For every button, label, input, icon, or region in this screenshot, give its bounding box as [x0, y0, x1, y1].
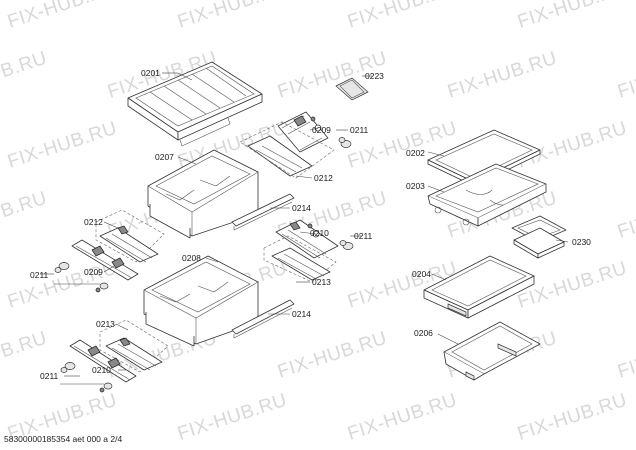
label-0207: 0207 [155, 152, 174, 162]
label-0211-mid: 0211 [354, 231, 373, 241]
label-0201: 0201 [141, 68, 160, 78]
watermark-text: FIX-HUB.RU [5, 118, 120, 173]
label-0209-left: 0209 [84, 267, 103, 277]
part-0206-cover-drawing [443, 321, 541, 381]
part-0211-screws-mid-drawing [339, 240, 354, 250]
label-0211-upper: 0211 [350, 125, 369, 135]
part-labels: 0201 0223 0209 0211 0207 0212 0214 0212 … [30, 68, 591, 381]
watermark-text: FIX-HUB.RU [175, 390, 290, 445]
part-0207-drawer-drawing [147, 149, 259, 239]
part-0212-left-rail-drawing [95, 209, 165, 263]
label-0212-left: 0212 [84, 217, 103, 227]
part-0214-bar-upper-drawing [231, 193, 295, 231]
watermark-text: FIX-HUB.RU [345, 390, 460, 445]
watermark-text: FIX-HUB.RU [345, 0, 460, 33]
part-0211-screws-lower-drawing [60, 362, 113, 393]
label-0210-left: 0210 [92, 365, 111, 375]
label-0209-upper: 0209 [312, 125, 331, 135]
label-0230: 0230 [572, 237, 591, 247]
watermark-text: FIX-HUB.RU [515, 0, 630, 33]
watermark-text: FIX-HUB.RU [615, 188, 636, 243]
watermark-text: FIX-HUB.RU [275, 328, 390, 383]
part-0213-mid-rail-drawing [263, 235, 337, 283]
part-0223-clip-drawing [335, 77, 369, 101]
label-0210-mid: 0210 [310, 228, 329, 238]
part-0201-tray-drawing [127, 61, 263, 147]
label-0223: 0223 [365, 71, 384, 81]
label-0203: 0203 [406, 181, 425, 191]
label-0204: 0204 [412, 269, 431, 279]
watermark-text: FIX-HUB.RU [445, 48, 560, 103]
leader-lines [40, 72, 569, 385]
watermark-text: FIX-HUB.RU [0, 48, 50, 103]
part-0210-lower-rail-drawing [69, 339, 137, 383]
part-0208-drawer-drawing [143, 255, 259, 347]
watermark-text: FIX-HUB.RU [175, 0, 290, 33]
label-0213-left: 0213 [96, 319, 115, 329]
label-0214-lower: 0214 [292, 309, 311, 319]
part-0211-screws-left-drawing [54, 262, 109, 293]
watermark-text: FIX-HUB.RU [615, 328, 636, 383]
part-0204-shelf-drawing [423, 255, 535, 319]
part-0211-screws-upper-drawing [310, 116, 352, 148]
part-0210-mid-rail-drawing [275, 219, 339, 259]
label-0211-left: 0211 [30, 270, 49, 280]
document-reference: 58300000185354 aet 000 a 2/4 [4, 434, 123, 444]
watermark-text: FIX-HUB.RU [5, 0, 120, 33]
label-0208: 0208 [182, 253, 201, 263]
label-0214-upper: 0214 [292, 203, 311, 213]
watermark-text: FIX-HUB.RU [0, 188, 50, 243]
part-0214-bar-lower-drawing [231, 299, 295, 339]
label-0211-lower: 0211 [40, 371, 59, 381]
watermark-text: FIX-HUB.RU [615, 48, 636, 103]
label-0212-upper: 0212 [314, 173, 333, 183]
part-0203-shelf-frame-drawing [427, 163, 547, 227]
watermark-text: FIX-HUB.RU [515, 118, 630, 173]
watermark-text: FIX-HUB.RU [515, 390, 630, 445]
label-0206: 0206 [414, 328, 433, 338]
part-0230-small-tray-drawing [511, 215, 567, 259]
part-0209-upper-rail-drawing [239, 111, 335, 179]
label-0213-mid: 0213 [312, 277, 331, 287]
part-0213-lower-rail-drawing [99, 319, 169, 373]
label-0202: 0202 [406, 148, 425, 158]
